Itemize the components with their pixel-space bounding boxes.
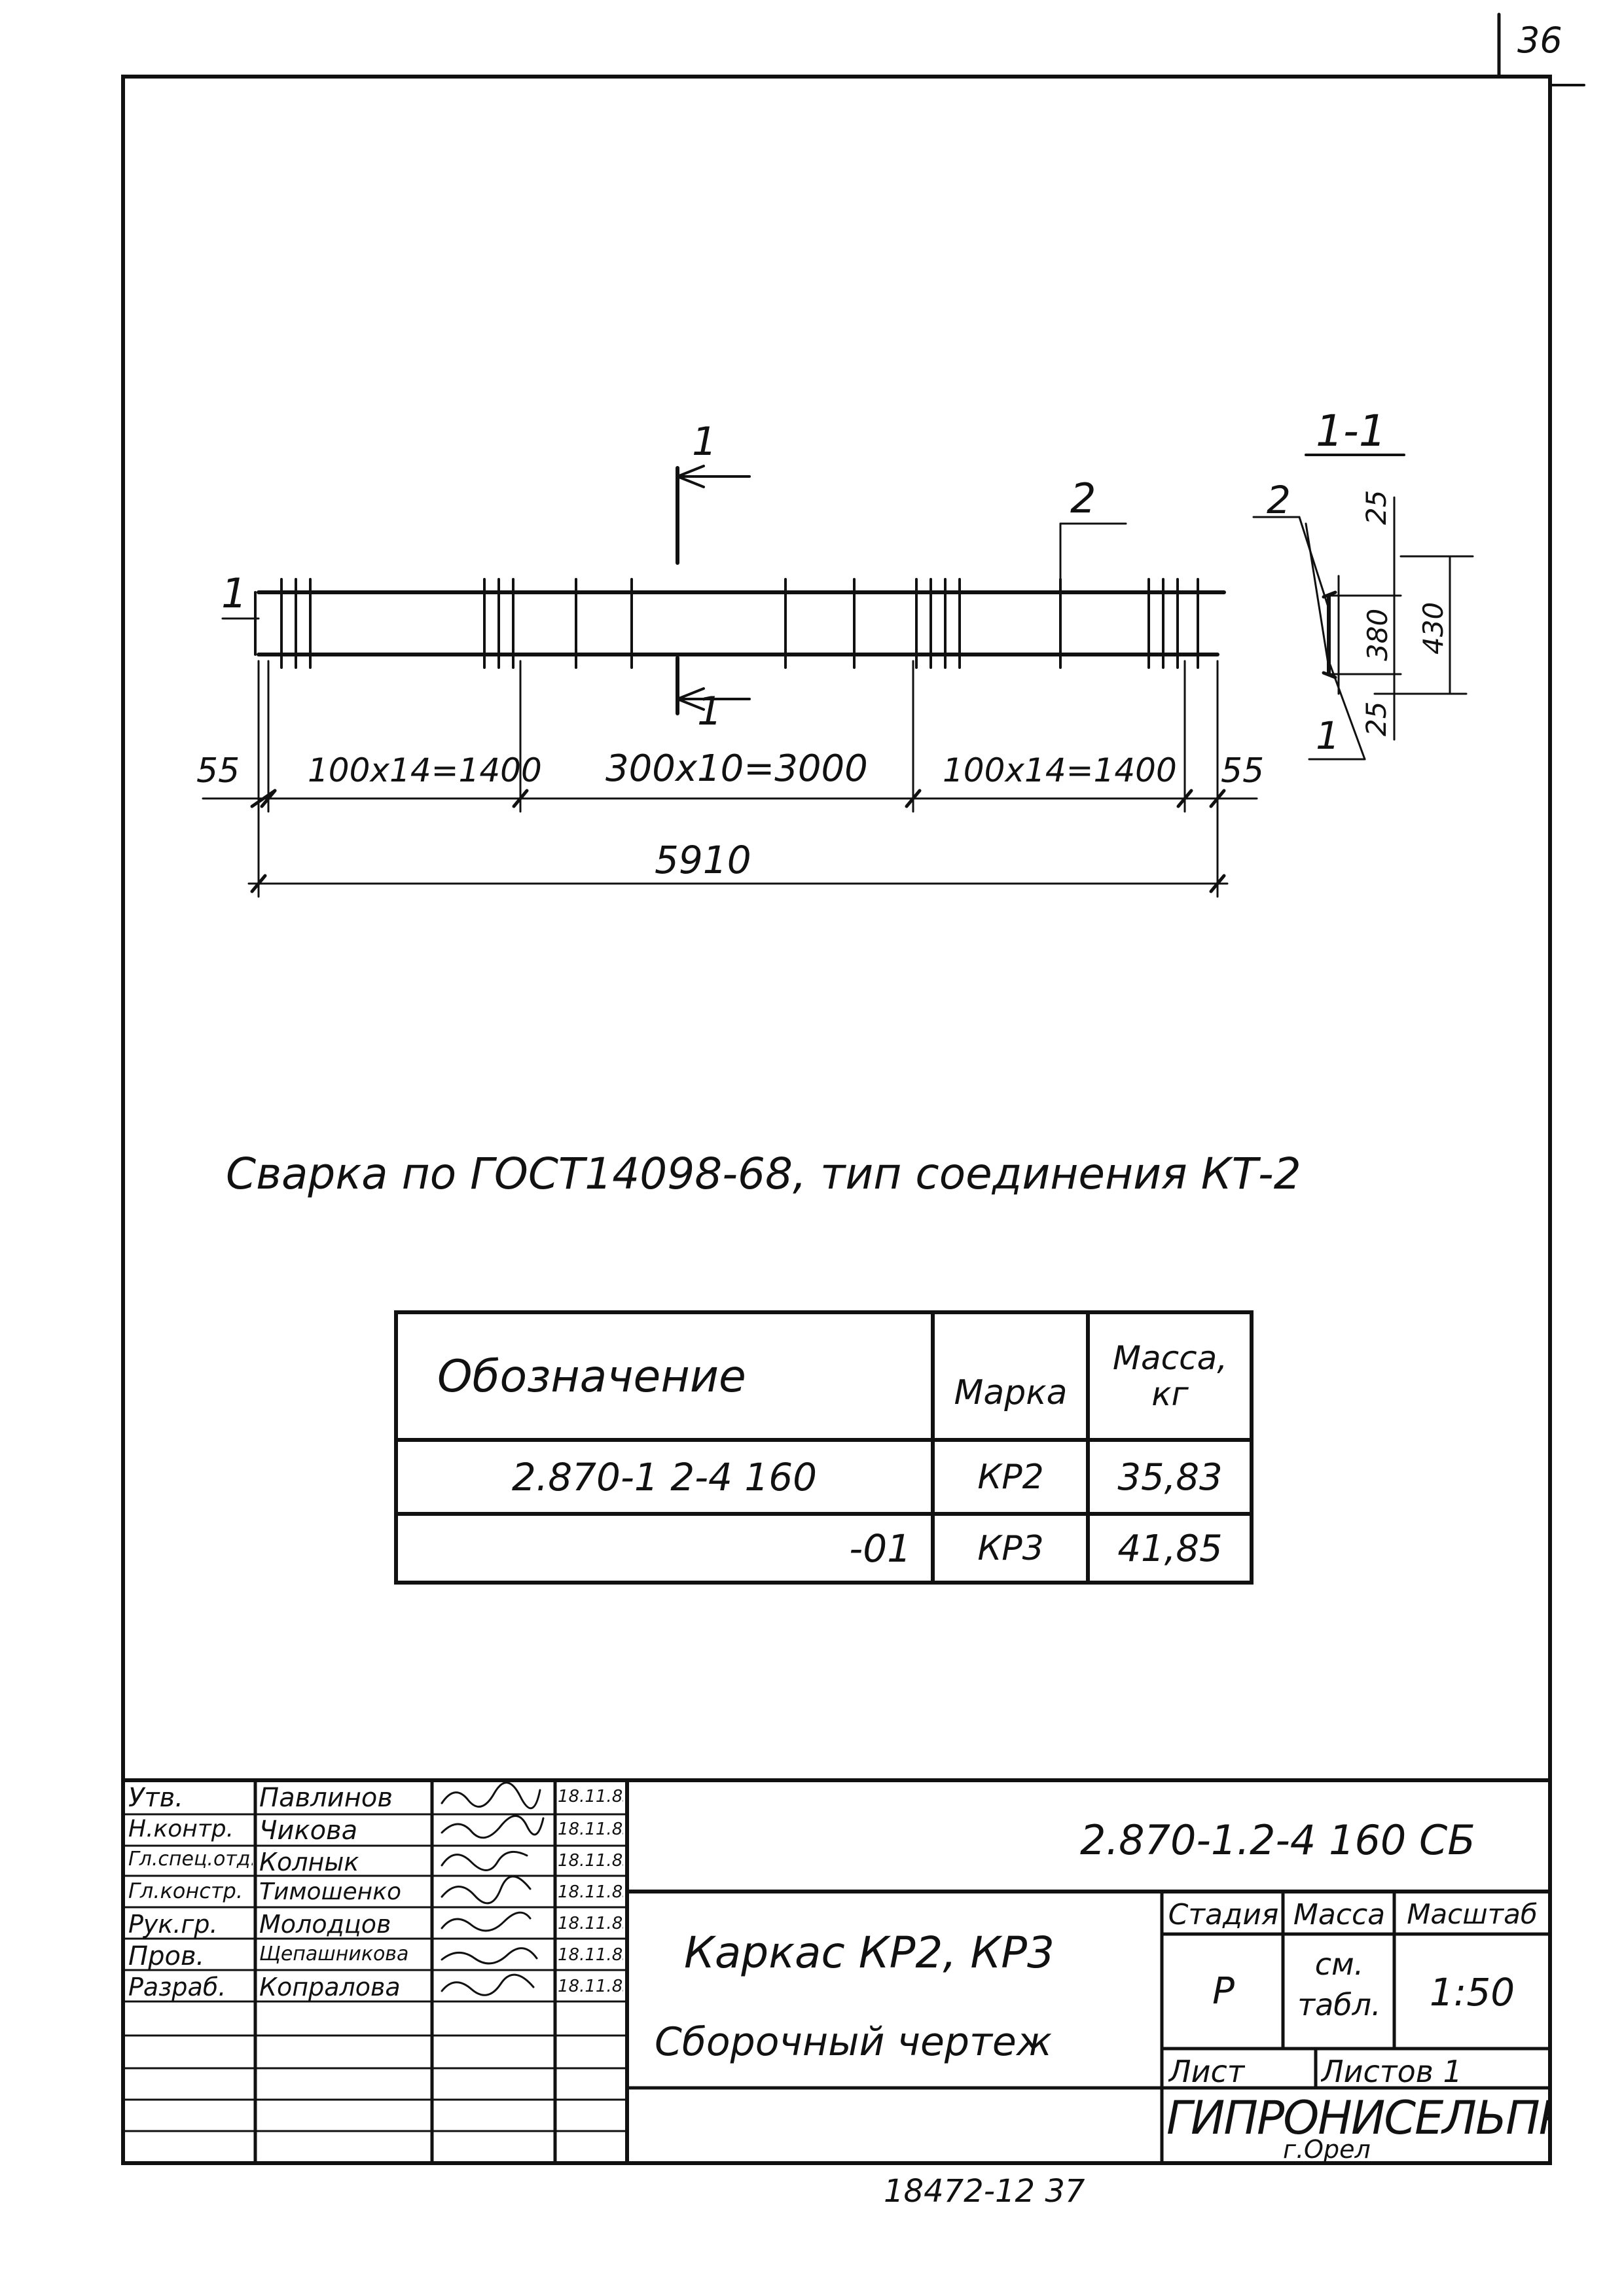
mass-value: см. табл. (1297, 1946, 1381, 2023)
welding-note: Сварка по ГОСТ14098-68, тип соединения К… (226, 1149, 1301, 1199)
dimension-lines (202, 660, 1258, 898)
signature-1 (441, 1782, 541, 1810)
tb-name-6: Щепашникова (259, 1943, 409, 1965)
tb-name-7: Копралова (259, 1973, 401, 2001)
sheet-frame (121, 75, 1552, 2165)
tb-date-3: 18.11.83 (558, 1851, 623, 1871)
spec-row-2-mass: 41,85 (1117, 1527, 1223, 1570)
sheet-corner-number: 36 (1517, 20, 1562, 61)
sheet-label: Лист (1168, 2054, 1245, 2089)
dim-total: 5910 (655, 838, 751, 882)
mass-label: Масса (1293, 1898, 1386, 1931)
tb-date-6: 18.11.83 (558, 1945, 623, 1965)
tb-date-1: 18.11.83 (558, 1787, 623, 1806)
bottom-archive-code: 18472-12 37 (884, 2173, 1085, 2210)
signature-5 (441, 1911, 532, 1932)
position-label-rod-2: 2 (1070, 475, 1096, 522)
scale-value: 1:50 (1429, 1970, 1515, 2015)
section-position-2: 2 (1267, 478, 1291, 522)
tb-date-4: 18.11.83 (558, 1882, 623, 1902)
organization-name: ГИПРОНИСЕЛЬПРОМ (1166, 2091, 1549, 2145)
stage-label: Стадия (1168, 1898, 1279, 1931)
title-line-2: Сборочный чертеж (655, 2019, 1052, 2065)
tb-name-4: Тимошенко (259, 1878, 401, 1905)
signature-2 (441, 1815, 545, 1839)
dim-segment-1: 100x14=1400 (308, 751, 542, 789)
tb-role-6: Пров. (128, 1941, 205, 1971)
tb-role-3: Гл.спец.отд. (128, 1848, 253, 1871)
sheets-label: Листов 1 (1321, 2054, 1462, 2089)
section-1-1 (1252, 454, 1474, 761)
scale-label: Масштаб (1407, 1898, 1538, 1930)
signature-6 (441, 1947, 538, 1965)
spec-row-2-designation: -01 (849, 1526, 911, 1571)
title-line-1: Каркас КР2, КР3 (684, 1928, 1055, 1978)
tb-date-5: 18.11.83 (558, 1914, 623, 1933)
spec-table-grid (394, 1310, 1254, 1585)
tb-date-7: 18.11.83 (558, 1977, 623, 1996)
section-title: 1-1 (1316, 406, 1386, 456)
document-code: 2.870-1.2-4 160 СБ (1080, 1816, 1475, 1864)
spec-row-1-mass: 35,83 (1117, 1456, 1223, 1499)
signature-7 (441, 1973, 535, 1996)
tb-role-2: Н.контр. (128, 1816, 234, 1842)
tb-date-2: 18.11.83 (558, 1820, 623, 1839)
tb-role-4: Гл.констр. (128, 1878, 243, 1903)
section-position-1: 1 (1316, 713, 1340, 758)
organization-city: г.Орел (1283, 2135, 1371, 2164)
dim-left-end: 55 (196, 751, 240, 791)
spec-header-mass: Масса, кг (1112, 1339, 1228, 1413)
spec-row-1-designation: 2.870-1 2-4 160 (511, 1455, 818, 1499)
signature-4 (441, 1875, 532, 1905)
spec-row-2-mark: КР3 (977, 1529, 1044, 1568)
spec-row-1-mark: КР2 (977, 1458, 1044, 1497)
tb-role-1: Утв. (128, 1783, 183, 1813)
position-label-rod-1: 1 (221, 569, 247, 617)
spec-header-mark: Марка (954, 1373, 1068, 1412)
cross-bars (280, 578, 1199, 669)
title-block-grid (121, 1778, 1552, 2165)
dim-right-end: 55 (1221, 751, 1265, 791)
tb-name-1: Павлинов (259, 1783, 393, 1813)
stage-value: Р (1212, 1970, 1235, 2013)
tb-name-3: Колнык (259, 1848, 359, 1876)
signature-3 (441, 1850, 528, 1871)
cut-marker-bottom-label: 1 (697, 689, 723, 734)
cut-marker-top-label: 1 (692, 419, 717, 465)
tb-name-5: Молодцов (259, 1910, 391, 1939)
spec-header-designation: Обозначение (437, 1350, 746, 1403)
dim-segment-2: 300x10=3000 (605, 747, 868, 790)
tb-role-7: Разраб. (128, 1973, 226, 2001)
tb-name-2: Чикова (259, 1816, 358, 1846)
beam-view (221, 465, 1226, 715)
tb-role-5: Рук.гр. (128, 1910, 218, 1939)
dim-segment-3: 100x14=1400 (943, 751, 1177, 789)
